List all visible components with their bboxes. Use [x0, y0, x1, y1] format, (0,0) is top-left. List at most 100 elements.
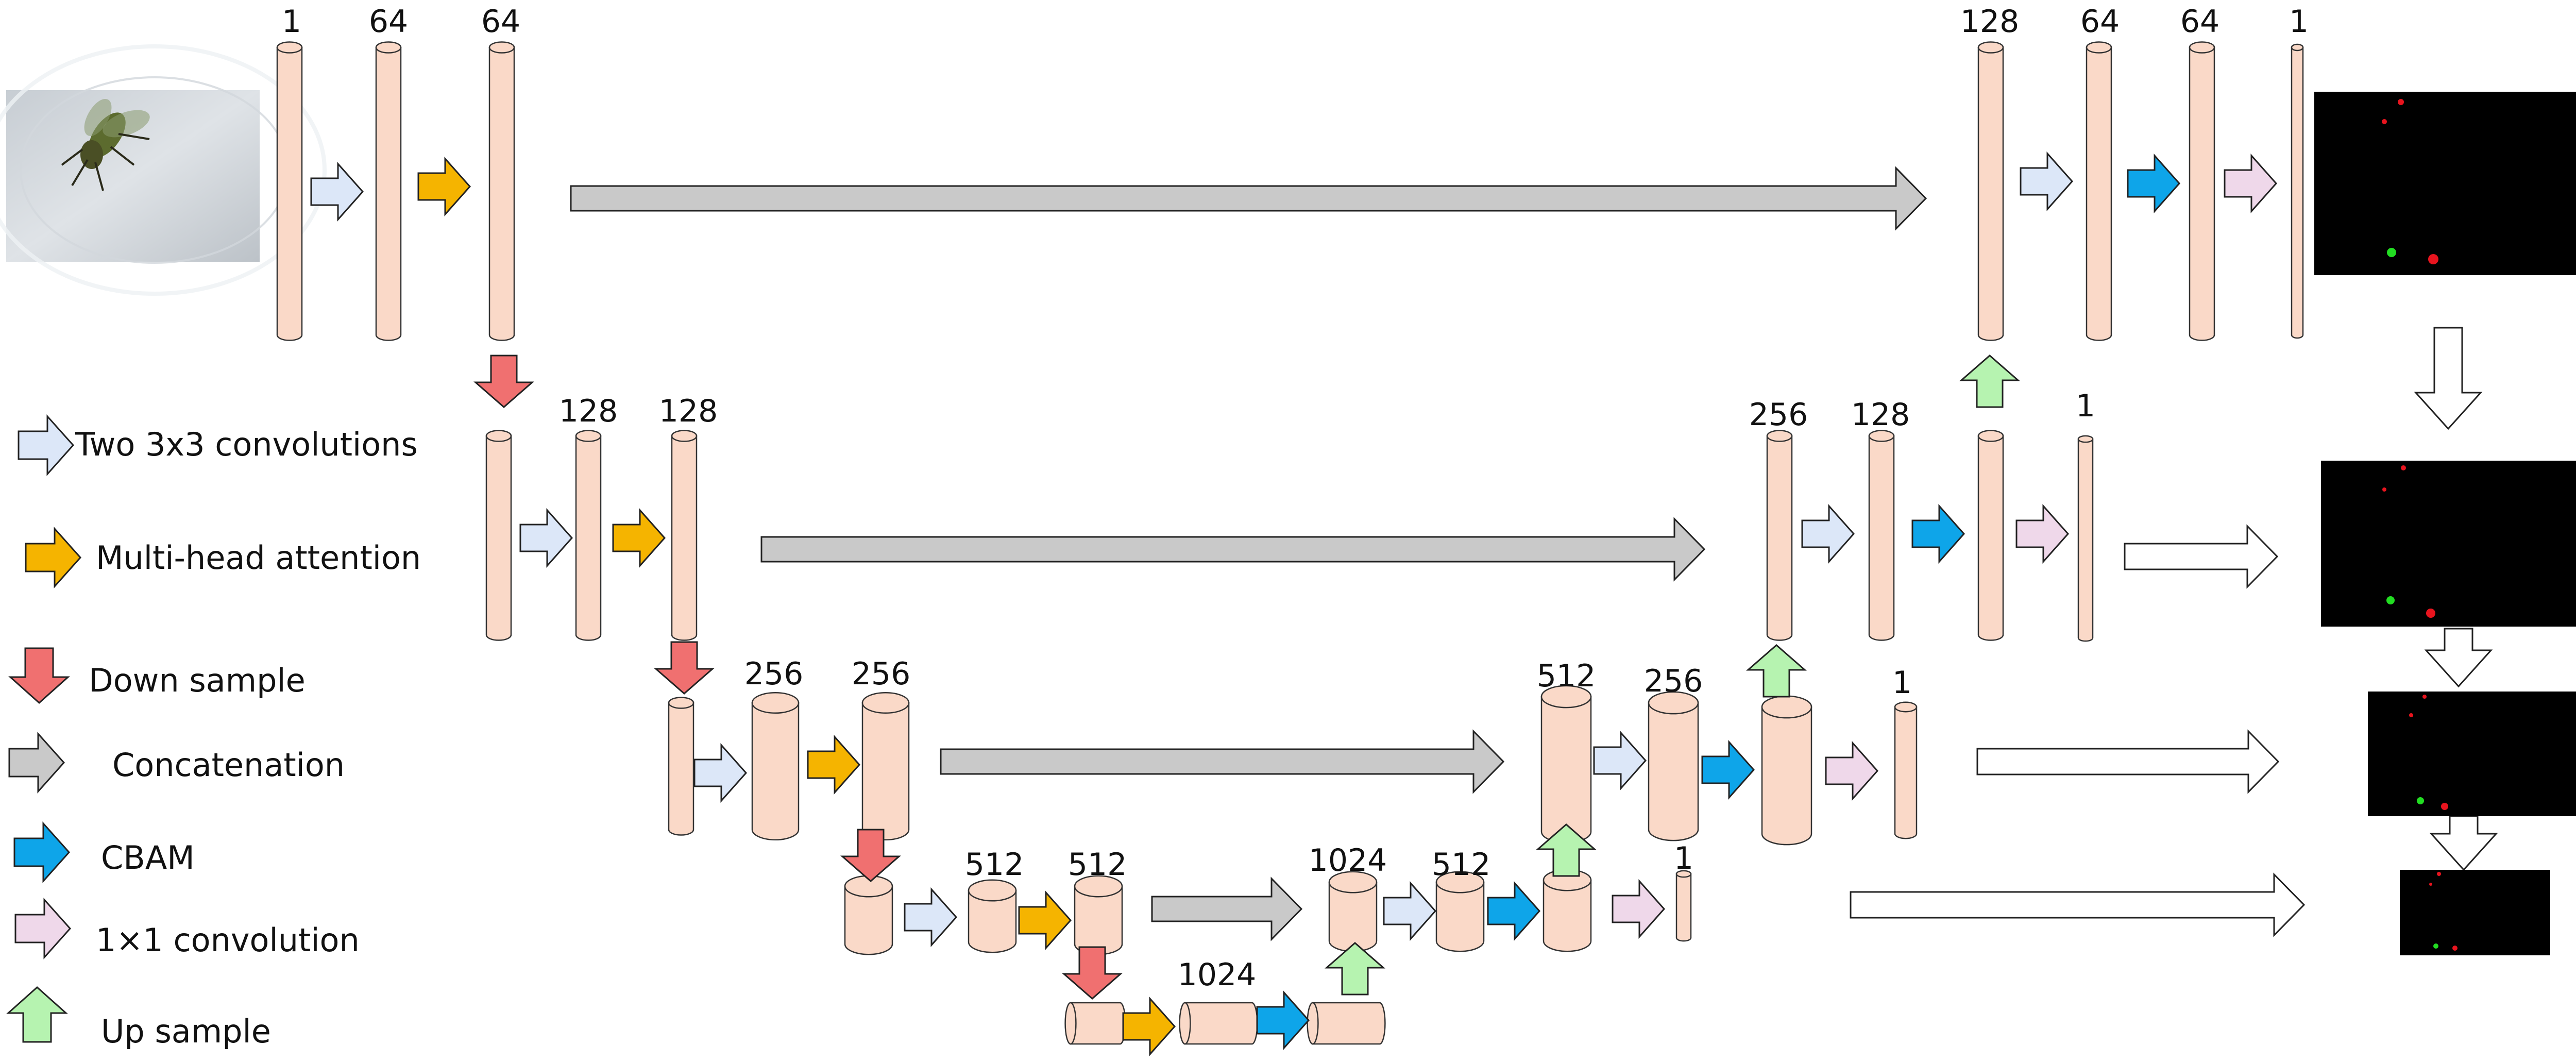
up-sample-1-arrow — [1959, 355, 2020, 408]
dec-l3-map-2 — [1648, 691, 1699, 841]
dec-l2-map-4 — [2077, 435, 2094, 642]
dec-l2-label-1: 128 — [1851, 397, 1910, 433]
dec-l4-map-4 — [1675, 870, 1692, 942]
enc-l2-attention-arrow — [612, 508, 666, 568]
enc-l4-conv-arrow — [904, 887, 958, 947]
enc-l1-attention-arrow — [417, 157, 471, 216]
dec-l3-one-by-one-arrow — [1825, 741, 1879, 801]
dec-l3-map-4 — [1894, 701, 1918, 839]
skip-connection-2-arrow — [760, 517, 1706, 582]
cbam-legend-icon — [13, 821, 71, 883]
dec-l4-label-0: 1024 — [1309, 842, 1387, 879]
bottleneck-attention-arrow — [1122, 997, 1176, 1056]
enc-l4-label-0: 512 — [965, 847, 1024, 883]
output-masks — [2314, 92, 2576, 955]
enc-l1-label-2: 64 — [481, 4, 520, 40]
legend: Two 3x3 convolutions Multi-head attentio… — [75, 426, 421, 1050]
enc-l1-map-2 — [375, 41, 402, 341]
double-conv-legend-icon — [18, 414, 75, 476]
dec-l3-cbam-arrow — [1701, 740, 1755, 800]
dec-l3-conv-arrow — [1593, 731, 1647, 790]
enc-l2-map-3 — [671, 430, 698, 641]
output-mask-1 — [2314, 92, 2576, 275]
dec-l1-label-0: 128 — [1960, 4, 2020, 40]
dec-l2-cbam-arrow — [1911, 504, 1965, 564]
enc-l2-map-2 — [575, 430, 602, 641]
decoder-channel-labels: 128 64 64 1 256 128 1 512 256 1 1024 512… — [1309, 4, 2309, 883]
legend-label-concatenation: Concatenation — [112, 746, 345, 784]
dec-l1-label-3: 1 — [2289, 4, 2309, 40]
output-mask-4 — [2400, 870, 2550, 955]
enc-l4-map-1 — [844, 875, 893, 955]
down-sample-2-arrow — [654, 641, 715, 695]
output-3-arrow — [1976, 729, 2280, 794]
dec-l4-cbam-arrow — [1487, 881, 1541, 941]
enc-l3-label-0: 256 — [744, 656, 804, 692]
dec-l1-map-2 — [2086, 41, 2112, 341]
concatenation-legend-icon — [8, 732, 65, 794]
dec-l3-label-0: 512 — [1537, 658, 1596, 694]
feature-maps — [276, 41, 2304, 1045]
legend-label-one-by-one: 1×1 convolution — [96, 921, 360, 959]
legend-label-cbam: CBAM — [101, 839, 195, 876]
one-by-one-conv-legend-icon — [14, 898, 72, 959]
down-sample-4-arrow — [1062, 946, 1123, 1000]
enc-l3-map-3 — [861, 692, 910, 841]
dec-l4-map-2 — [1435, 871, 1485, 952]
dec-l2-label-0: 256 — [1749, 397, 1808, 433]
output-merge-3-arrow — [2429, 815, 2498, 871]
fly-specimen — [61, 98, 150, 191]
enc-l2-conv-arrow — [519, 508, 573, 568]
dec-l1-cbam-arrow — [2127, 154, 2181, 213]
legend-label-attention: Multi-head attention — [96, 539, 421, 577]
enc-l2-label-0: 128 — [559, 393, 618, 429]
dec-l2-one-by-one-arrow — [2015, 504, 2070, 564]
up-sample-2-arrow — [1746, 644, 1807, 698]
dec-l4-map-3 — [1543, 869, 1592, 952]
output-4-arrow — [1850, 872, 2306, 937]
bottleneck-map-1 — [1064, 1002, 1126, 1045]
enc-l3-label-1: 256 — [852, 656, 911, 692]
bottleneck-cbam-arrow — [1256, 990, 1310, 1050]
output-mask-2 — [2321, 461, 2576, 627]
output-mask-3 — [2368, 692, 2576, 816]
enc-l3-map-2 — [751, 692, 800, 841]
enc-l4-map-3 — [1074, 875, 1123, 955]
enc-l4-label-1: 512 — [1068, 847, 1127, 883]
dec-l1-map-4 — [2291, 43, 2304, 339]
dec-l2-map-3 — [1977, 430, 2004, 641]
dec-l2-map-1 — [1766, 430, 1793, 641]
enc-l1-conv-arrow — [310, 162, 364, 222]
enc-l4-map-2 — [968, 879, 1017, 953]
enc-l3-conv-arrow — [693, 743, 748, 803]
bottleneck-map-2 — [1179, 1002, 1258, 1045]
down-sample-legend-icon — [8, 647, 70, 704]
dec-l2-label-2: 1 — [2076, 388, 2095, 424]
down-sample-1-arrow — [473, 355, 534, 408]
up-sample-3-arrow — [1536, 823, 1597, 877]
dec-l4-one-by-one-arrow — [1612, 879, 1666, 939]
skip-connection-4-arrow — [1151, 876, 1303, 941]
dec-l3-label-2: 1 — [1892, 665, 1912, 701]
output-2-arrow — [2124, 524, 2279, 589]
enc-l2-map-1 — [485, 430, 512, 641]
legend-label-up-sample: Up sample — [101, 1013, 271, 1050]
down-sample-3-arrow — [840, 829, 901, 882]
up-sample-legend-icon — [6, 986, 68, 1043]
bottleneck-map-3 — [1307, 1002, 1386, 1045]
dec-l4-map-1 — [1328, 871, 1378, 952]
output-merge-1-arrow — [2414, 327, 2483, 430]
dec-l3-map-1 — [1540, 685, 1592, 844]
bottleneck-label: 1024 — [1178, 957, 1257, 993]
dec-l1-map-3 — [2189, 41, 2215, 341]
enc-l1-map-1 — [276, 41, 303, 341]
enc-l4-attention-arrow — [1018, 890, 1072, 950]
skip-connection-3-arrow — [940, 729, 1505, 794]
input-image — [0, 44, 327, 296]
dec-l1-one-by-one-arrow — [2224, 154, 2278, 213]
enc-l3-attention-arrow — [807, 735, 861, 795]
dec-l3-label-1: 256 — [1644, 663, 1703, 699]
dec-l1-map-1 — [1977, 41, 2004, 341]
skip-connection-1-arrow — [570, 166, 1927, 231]
